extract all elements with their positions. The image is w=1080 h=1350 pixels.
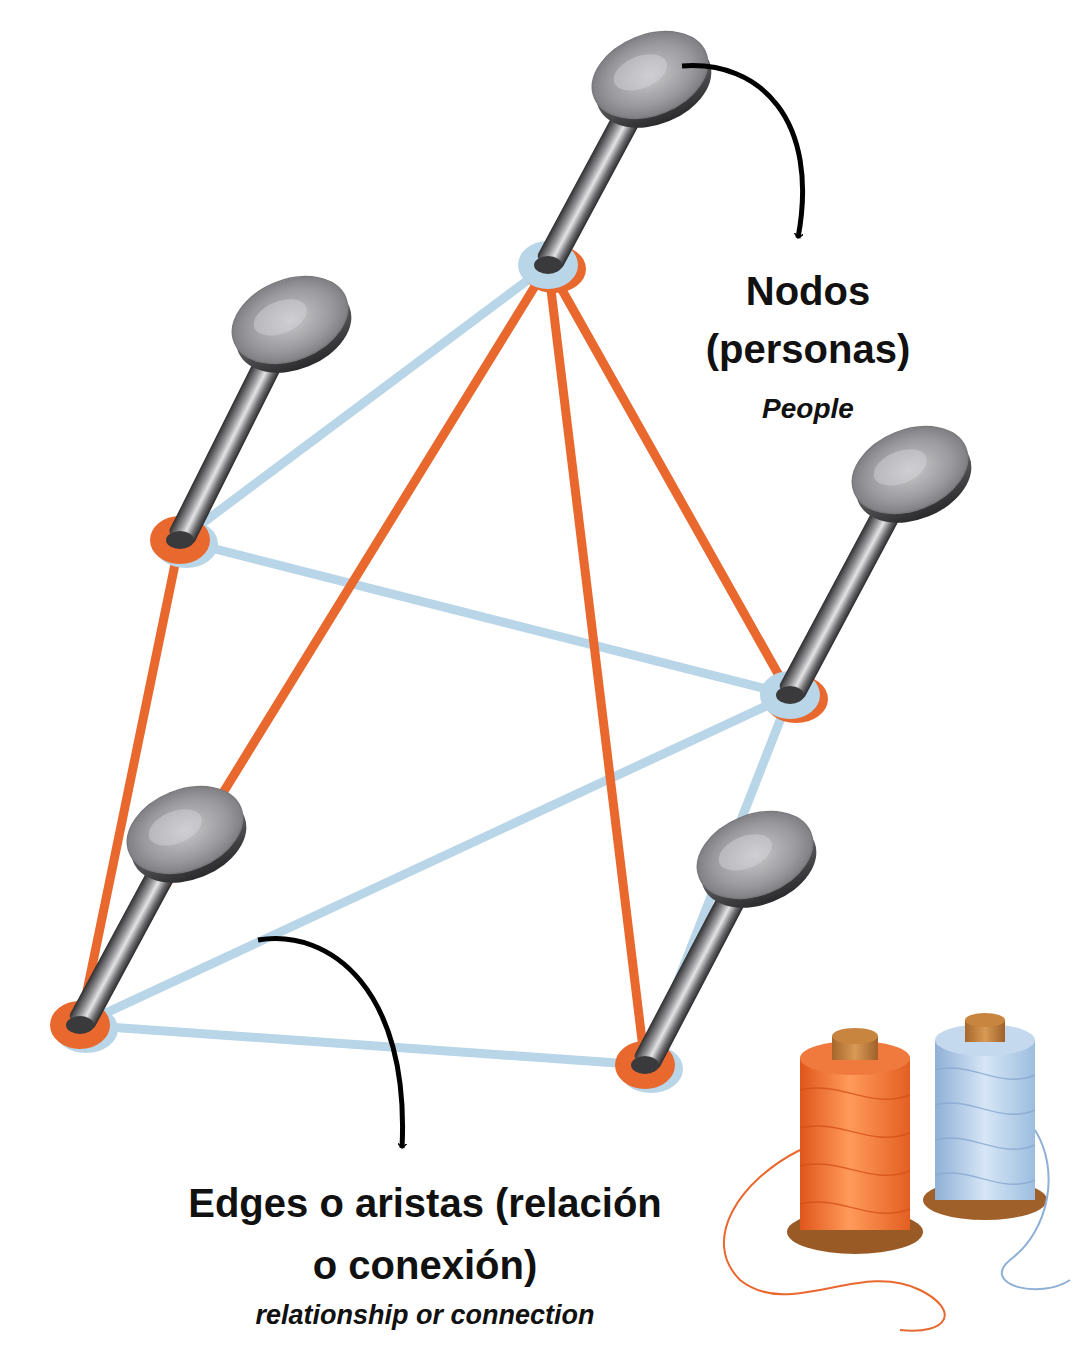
- nail-shine: [868, 442, 932, 493]
- nail-tip: [776, 686, 804, 704]
- edge-caption: Edges o aristas (relación o conexión): [185, 1172, 665, 1296]
- callout-arrow: [258, 939, 403, 1148]
- orange-threads: [80, 265, 790, 1065]
- nail-shine: [713, 827, 777, 878]
- nail-shine: [608, 47, 672, 98]
- nail-head: [579, 15, 720, 134]
- nail-shine: [248, 292, 312, 343]
- callout-arrow: [682, 66, 803, 238]
- node-caption: Nodos (personas): [658, 262, 958, 378]
- edge-caption-english: relationship or connection: [145, 1298, 705, 1332]
- nail-tip: [534, 256, 562, 274]
- nail-head: [219, 260, 360, 379]
- thread-spools: [724, 1013, 1070, 1331]
- nail: [615, 795, 829, 1093]
- nail: [518, 15, 724, 293]
- nails: [50, 15, 984, 1093]
- nail-tip: [631, 1056, 659, 1074]
- blue-threads: [80, 265, 790, 1065]
- nail-shine: [143, 802, 207, 853]
- nail: [760, 410, 984, 723]
- nail-tip: [166, 531, 194, 549]
- nail-head: [684, 795, 825, 914]
- nail-tip: [66, 1016, 94, 1034]
- nail-head: [114, 770, 255, 889]
- nail-head: [839, 410, 980, 529]
- node-caption-english: People: [658, 392, 958, 426]
- nail: [150, 260, 364, 568]
- nail: [50, 770, 259, 1053]
